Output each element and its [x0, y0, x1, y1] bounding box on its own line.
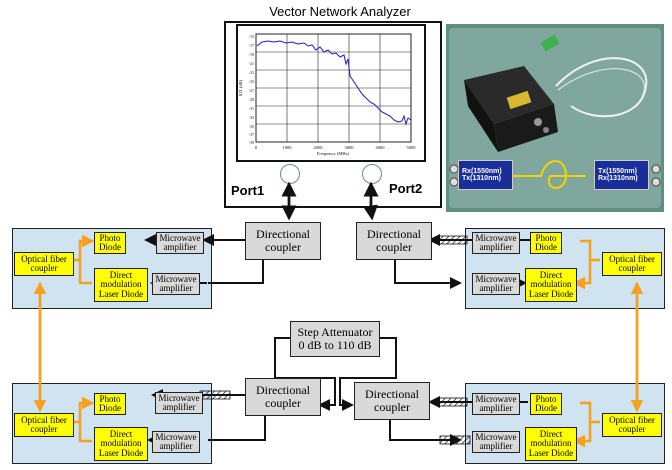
optical-fiber-coupler-br: Optical fiber coupler: [602, 413, 662, 437]
microwave-amplifier-br-tx: Microwave amplifier: [472, 431, 520, 453]
x-tick-0: 0: [255, 145, 258, 150]
tx-label-1: Tx(1550nm): [598, 168, 637, 175]
tx-label-2: Rx(1310nm): [598, 175, 638, 182]
microwave-amplifier-bl-tx: Microwave amplifier: [152, 431, 200, 453]
photo-diode-tr: Photo Diode: [530, 232, 562, 254]
y-tick-12: -39: [249, 140, 254, 145]
vna-screen: [236, 24, 426, 162]
step-attenuator: Step Attenuator 0 dB to 110 dB: [290, 321, 380, 357]
y-tick-6: -27: [249, 88, 254, 93]
rx-port-label: Rx(1550nm) Tx(1310nm): [458, 160, 513, 190]
y-tick-5: -25: [249, 79, 254, 84]
x-tick-5: 5000: [407, 145, 417, 150]
y-tick-9: -33: [249, 115, 254, 120]
x-tick-1: 1000: [283, 145, 293, 150]
directional-coupler-bottom-right: Directional coupler: [354, 382, 430, 420]
microwave-amplifier-bl-rx: Microwave amplifier: [155, 392, 203, 414]
directional-coupler-top-right: Directional coupler: [356, 222, 432, 260]
y-tick-10: -35: [249, 124, 254, 129]
directional-coupler-bottom-left: Directional coupler: [245, 378, 321, 416]
microwave-amplifier-tr-rx: Microwave amplifier: [472, 232, 520, 254]
microwave-amplifier-br-rx: Microwave amplifier: [472, 393, 520, 415]
photo-diode-bl: Photo Diode: [94, 393, 126, 415]
x-tick-4: 4000: [376, 145, 386, 150]
vna-title: Vector Network Analyzer: [269, 4, 411, 19]
y-tick-2: -19: [249, 52, 254, 57]
s21-trace: [256, 40, 412, 126]
directional-coupler-top-left: Directional coupler: [245, 222, 321, 260]
photo-diode-br: Photo Diode: [530, 393, 562, 415]
rx-label-2: Tx(1310nm): [462, 175, 501, 182]
tx-port-label: Tx(1550nm) Rx(1310nm): [594, 160, 649, 190]
laser-diode-bl: Direct modulation Laser Diode: [94, 427, 148, 461]
plot-grid: [255, 33, 412, 143]
vna-plot: 0 1000 2000 3000 4000 5000 Frequency (MH…: [238, 33, 417, 156]
microwave-amplifier-tr-tx: Microwave amplifier: [472, 273, 520, 295]
port1-label: Port1: [231, 183, 265, 198]
y-tick-4: -23: [249, 70, 254, 75]
optical-fiber-coupler-bl: Optical fiber coupler: [14, 413, 74, 437]
photo-diode-tl: Photo Diode: [94, 232, 126, 254]
y-tick-8: -31: [249, 106, 254, 111]
x-tick-3: 3000: [345, 145, 355, 150]
y-tick-3: -21: [249, 61, 254, 66]
port2-label: Port2: [389, 181, 423, 196]
x-axis-label: Frequency (MHz): [317, 151, 350, 156]
y-tick-1: -17: [249, 43, 254, 48]
y-axis-label: S21 (dB): [238, 79, 243, 96]
laser-diode-tr: Direct modulation Laser Diode: [525, 268, 577, 302]
y-tick-7: -29: [249, 97, 254, 102]
y-tick-11: -37: [249, 132, 254, 137]
transceiver-photo: Rx(1550nm) Tx(1310nm) Tx(1550nm) Rx(1310…: [446, 24, 664, 212]
laser-diode-br: Direct modulation Laser Diode: [525, 427, 577, 461]
microwave-amplifier-tl-rx: Microwave amplifier: [156, 232, 204, 254]
x-tick-2: 2000: [314, 145, 324, 150]
optical-fiber-coupler-tr: Optical fiber coupler: [602, 252, 662, 276]
optical-fiber-coupler-tl: Optical fiber coupler: [14, 252, 74, 276]
y-tick-0: -15: [249, 34, 254, 39]
rx-label-1: Rx(1550nm): [462, 168, 502, 175]
laser-diode-tl: Direct modulation Laser Diode: [94, 268, 148, 302]
microwave-amplifier-tl-tx: Microwave amplifier: [152, 273, 200, 295]
